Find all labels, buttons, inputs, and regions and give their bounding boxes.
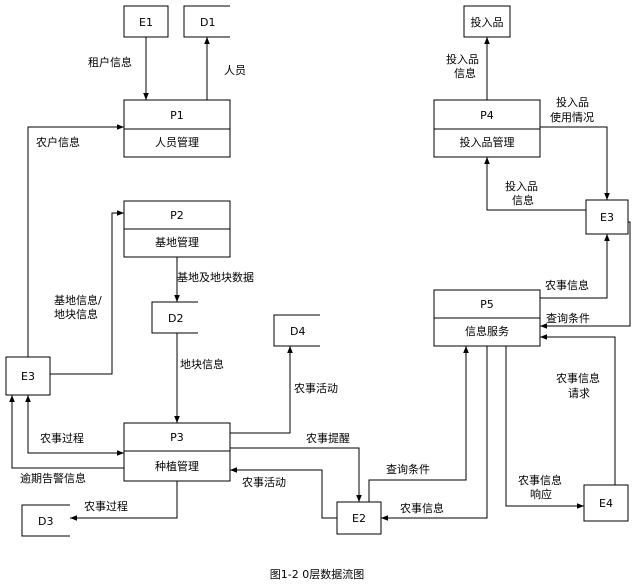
svg-text:P5: P5 [480,298,494,311]
label-chaxun-tiaojian-e3: 查询条件 [546,311,590,325]
process-p3: P3 种植管理 [123,422,231,482]
flow-p3-d3 [70,481,178,521]
svg-text:种植管理: 种植管理 [155,459,199,473]
label-touru-xinxi-e3-1: 投入品 [505,179,538,193]
svg-text:D3: D3 [38,515,53,528]
flow-p3-e2-remind [230,447,362,502]
store-d4: D4 [273,314,320,347]
svg-text:基地管理: 基地管理 [155,235,199,249]
label-jidi-shuju: 基地及地块数据 [177,270,254,284]
label-nongshi-tixing: 农事提醒 [306,431,350,445]
flow-e3-p1 [27,124,124,357]
label-nongshi-guocheng-in: 农事过程 [40,431,84,445]
svg-text:P3: P3 [170,431,184,444]
flow-e3-p3-process [25,395,124,456]
store-d3: D3 [21,504,70,537]
label-nongshi-xinxi-e3: 农事信息 [545,278,589,292]
process-p4: P4 投入品管理 [433,99,541,158]
label-nongshi-xiangying-2: 响应 [530,487,552,501]
flow-p3-e3-alert [9,395,124,469]
label-nongshi-xiangying-1: 农事信息 [518,473,562,487]
svg-text:E4: E4 [599,497,613,510]
flow-e3-p5-query [540,221,631,329]
flow-e2-p5-query [368,346,469,502]
label-dikuai-xinxi: 地块信息 [180,357,224,371]
svg-text:P2: P2 [170,209,184,222]
svg-text:D1: D1 [200,16,215,29]
flow-p5-e4-response [505,346,584,509]
label-nongshi-xinxi-e2: 农事信息 [400,501,444,515]
svg-text:信息服务: 信息服务 [465,324,509,338]
flow-e3-p2 [50,210,124,375]
svg-text:P4: P4 [480,109,494,122]
svg-text:P1: P1 [170,109,184,122]
label-touru-xinxi-e3-2: 信息 [512,193,534,207]
entity-touru: 投入品 [463,5,511,38]
flow-e2-p3-activity [230,467,337,519]
svg-text:投入品管理: 投入品管理 [460,135,515,149]
label-nongshi-huodong-e2: 农事活动 [242,475,286,489]
label-yuqi-gaojing: 逾期告警信息 [20,471,86,485]
label-zuhu-xinxi: 租户信息 [88,55,132,69]
label-nonghu-xinxi: 农户信息 [36,135,80,149]
label-nongshi-qingqiu-2: 请求 [568,387,590,400]
entity-e1: E1 [123,5,169,38]
flow-p5-e2-info [381,346,488,521]
svg-text:E1: E1 [139,16,153,29]
entity-e2: E2 [336,501,382,535]
entity-e4: E4 [583,484,629,522]
flow-e4-p5-request [540,334,616,485]
store-d2: D2 [151,301,198,334]
svg-text:D4: D4 [290,325,305,338]
label-nongshi-huodong-d4: 农事活动 [294,381,338,395]
flow-p3-d4 [230,346,293,434]
flow-p4-e3-usage [540,126,610,200]
svg-text:人员管理: 人员管理 [155,135,199,149]
svg-text:E2: E2 [352,512,366,525]
label-nongshi-guocheng-d3: 农事过程 [84,499,128,513]
entity-e3-right: E3 [585,199,629,235]
entity-e3-left: E3 [5,356,51,396]
label-touru-shiyong-1: 投入品 [556,95,589,109]
label-nongshi-qingqiu-1: 农事信息 [556,371,600,385]
label-touru-xinxi-2: 信息 [454,66,476,80]
label-touru-xinxi-1: 投入品 [446,52,479,66]
flow-p5-e3-info [540,234,610,299]
label-touru-shiyong-2: 使用情况 [550,111,594,124]
process-p2: P2 基地管理 [123,200,231,258]
label-jidi-dikuai-2: 地块信息 [54,307,98,321]
figure-caption: 图1-2 0层数据流图 [270,567,364,581]
svg-text:投入品: 投入品 [471,15,504,29]
flow-e3-p4-info [484,157,586,211]
process-p1: P1 人员管理 [123,99,231,158]
svg-text:D2: D2 [168,312,183,325]
svg-text:E3: E3 [21,370,35,383]
label-renyuan: 人员 [224,64,246,77]
store-d1: D1 [183,5,230,38]
label-jidi-dikuai-1: 基地信息/ [54,293,102,307]
svg-text:E3: E3 [600,211,614,224]
process-p5: P5 信息服务 [433,289,541,347]
label-chaxun-tiaojian-e2: 查询条件 [386,462,430,476]
